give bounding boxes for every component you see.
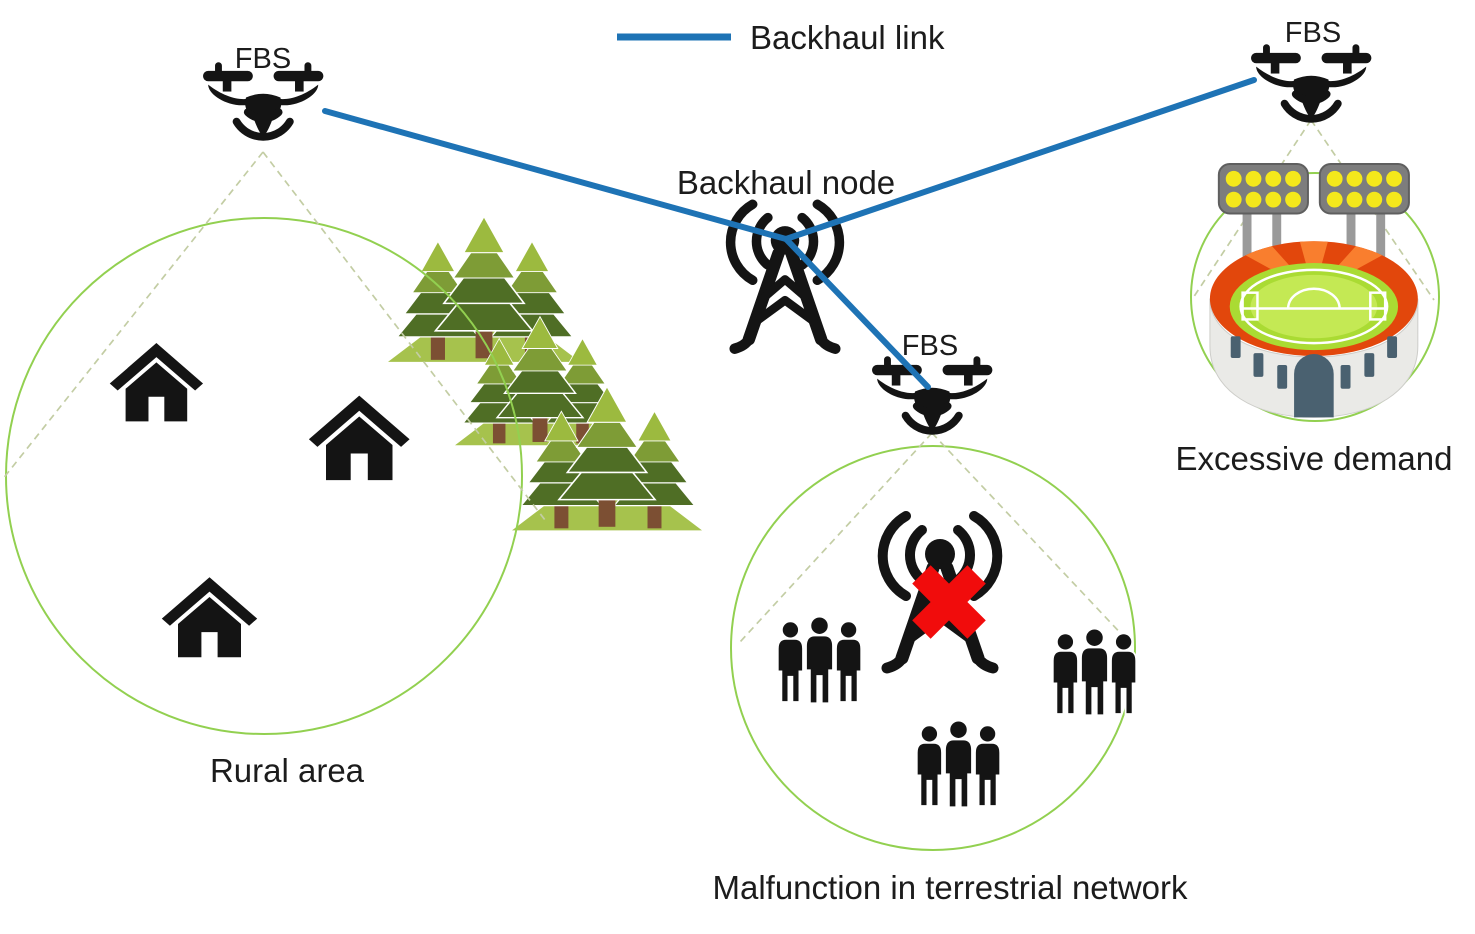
coverage-cone-line — [739, 432, 933, 643]
rural-area-label: Rural area — [210, 752, 365, 789]
fbs-drone-malfunction — [872, 356, 992, 431]
coverage-cone-line — [1, 151, 264, 481]
malfunction-label: Malfunction in terrestrial network — [712, 869, 1188, 906]
backhaul-node-label: Backhaul node — [677, 164, 895, 201]
backhaul-link-rural — [322, 108, 789, 242]
legend-label: Backhaul link — [750, 19, 945, 56]
crossed-radio-tower-icon — [883, 516, 998, 668]
excessive-demand-label: Excessive demand — [1176, 440, 1453, 477]
house-icon — [161, 577, 258, 658]
people-group-icon — [778, 616, 861, 703]
house-icon — [308, 395, 410, 481]
coverage-cone-line — [262, 151, 546, 521]
fbs-drone-stadium — [1251, 44, 1371, 119]
stadium-coverage-circle — [1190, 172, 1440, 422]
stadium-icon — [1210, 164, 1418, 417]
fbs-label-rural: FBS — [235, 43, 291, 75]
red-x-icon — [912, 565, 986, 639]
people-group-icon — [1053, 628, 1136, 715]
house-icon — [109, 343, 204, 422]
fbs-label-malfunction: FBS — [902, 330, 958, 362]
backhaul-link-stadium — [783, 77, 1257, 242]
people-group-icon — [917, 720, 1000, 807]
backhaul-links — [322, 77, 1257, 390]
malfunction-coverage-circle — [730, 445, 1136, 851]
backhaul-link-malfunction — [783, 236, 931, 390]
fbs-label-stadium: FBS — [1285, 17, 1341, 49]
